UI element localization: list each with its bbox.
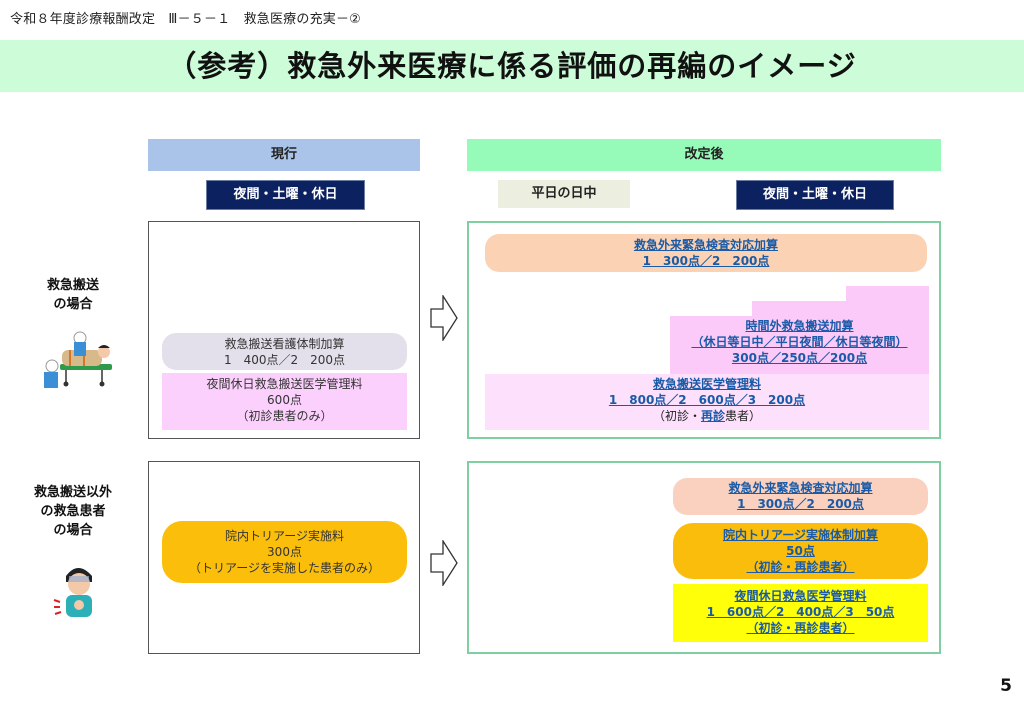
- column-header-current: 現行: [148, 139, 420, 171]
- step-bg-holiday-day: [670, 316, 929, 376]
- box-triage-fee: 院内トリアージ実施料 300点 （トリアージを実施した患者のみ）: [162, 521, 407, 583]
- box-nursing-system-addition: 救急搬送看護体制加算 1 400点／2 200点: [162, 333, 407, 370]
- page-number: 5: [1000, 676, 1012, 696]
- box-off-hours-transport-addition: 時間外救急搬送加算 （休日等日中／平日夜間／休日等夜間） 300点／250点／2…: [691, 319, 908, 365]
- case-label-non-ambulance: 救急搬送以外 の救急患者 の場合: [33, 485, 112, 538]
- title-band: [0, 40, 1024, 92]
- box-emergency-test-addition: 救急外来緊急検査対応加算 1 300点／2 200点: [673, 478, 928, 515]
- tag-night-weekend-holiday-after: 夜間・土曜・休日: [736, 180, 894, 210]
- tag-night-weekend-holiday-current: 夜間・土曜・休日: [206, 180, 365, 210]
- arrow-right-icon: [430, 540, 458, 586]
- sick-patient-icon: [53, 568, 92, 617]
- ambulance-stretcher-icon: [44, 331, 112, 388]
- box-night-holiday-transport-mgmt-fee: 夜間休日救急搬送医学管理料 600点 （初診患者のみ）: [162, 373, 407, 430]
- page-title: （参考）救急外来医療に係る評価の再編のイメージ: [167, 49, 857, 83]
- patient-note: （初診・再診患者）: [652, 409, 762, 423]
- box-night-holiday-emergency-mgmt-fee: 夜間休日救急医学管理料 1 600点／2 400点／3 50点 （初診・再診患者…: [673, 584, 928, 642]
- box-transport-mgmt-fee: 救急搬送医学管理料 1 800点／2 600点／3 200点 （初診・再診患者）: [485, 374, 929, 430]
- arrow-right-icon: [430, 295, 458, 341]
- case-label-ambulance: 救急搬送 の場合: [46, 278, 99, 312]
- breadcrumb: 令和８年度診療報酬改定 Ⅲ－５－１ 救急医療の充実－②: [10, 12, 362, 27]
- box-triage-system-addition: 院内トリアージ実施体制加算 50点 （初診・再診患者）: [673, 523, 928, 579]
- tag-weekday-daytime: 平日の日中: [498, 180, 630, 208]
- column-header-after: 改定後: [467, 139, 941, 171]
- box-emergency-test-addition: 救急外来緊急検査対応加算 1 300点／2 200点: [485, 234, 927, 272]
